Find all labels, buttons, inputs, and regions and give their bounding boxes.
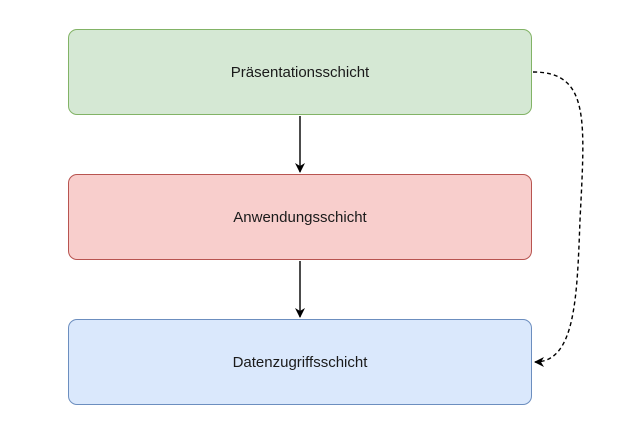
data-access-layer-box[interactable]: Datenzugriffsschicht: [68, 319, 532, 405]
application-layer-box[interactable]: Anwendungsschicht: [68, 174, 532, 260]
data-access-layer-label: Datenzugriffsschicht: [232, 353, 368, 371]
application-layer-label: Anwendungsschicht: [233, 208, 367, 226]
presentation-layer-box[interactable]: Präsentationsschicht: [68, 29, 532, 115]
dashed-arrow-presentation-to-data-access: [532, 71, 584, 367]
presentation-layer-label: Präsentationsschicht: [230, 63, 370, 81]
